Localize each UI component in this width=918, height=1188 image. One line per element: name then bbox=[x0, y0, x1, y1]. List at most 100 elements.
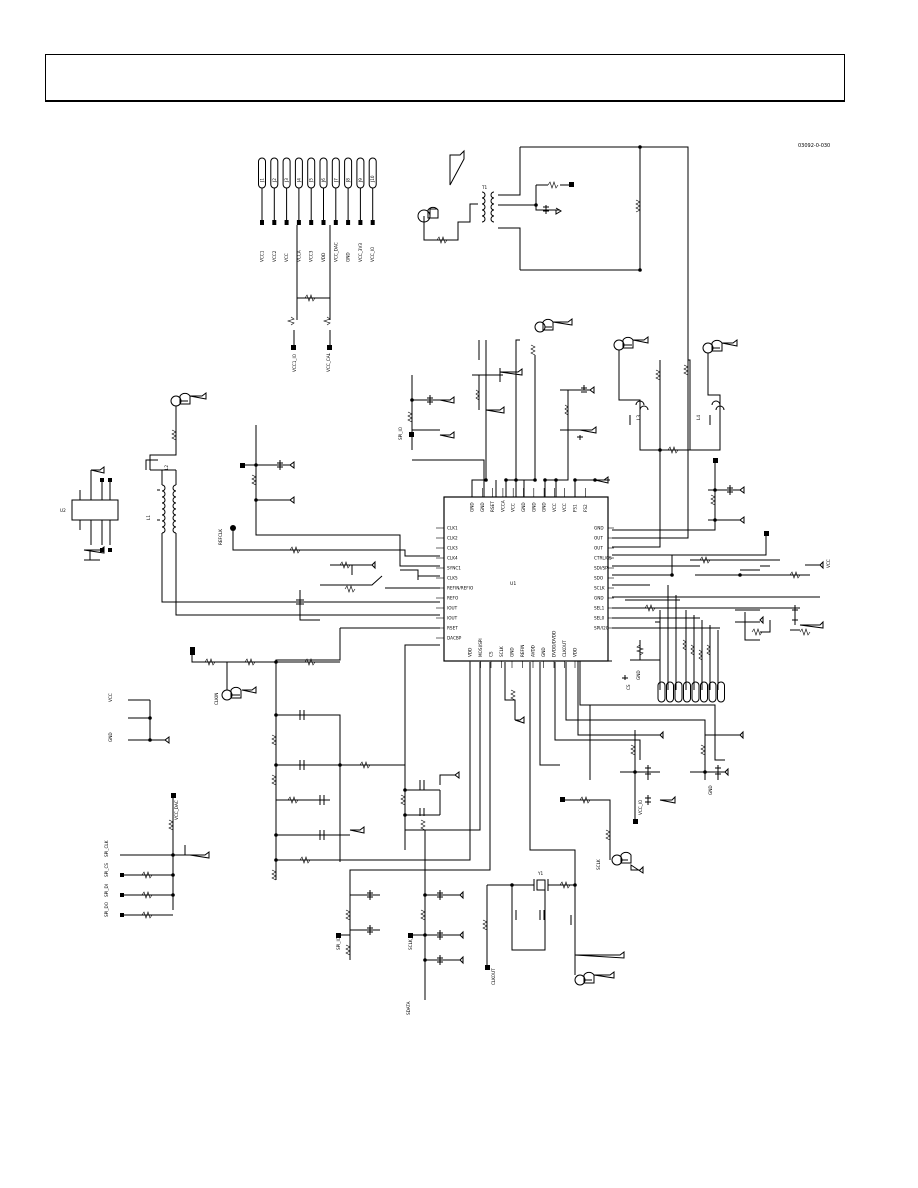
ic-right-pin-label: SCLK bbox=[594, 586, 605, 591]
lower-label: CLKOUT bbox=[491, 968, 496, 985]
net-label: VCC_CAL bbox=[326, 352, 331, 372]
small-ic: U2 bbox=[60, 466, 119, 561]
connector-pin bbox=[307, 157, 316, 189]
right-upper-network bbox=[612, 458, 824, 629]
ic-ref: U1 bbox=[510, 581, 516, 587]
connector-label: J5 bbox=[309, 178, 314, 183]
ic-right-pin-label: GND bbox=[594, 596, 604, 601]
left-side-label: SPI_DI bbox=[104, 884, 109, 897]
ic-left-pin-label: SYNC1 bbox=[447, 566, 461, 571]
ic-right-pin-label: CTRL/CS bbox=[594, 556, 612, 561]
connector-pin bbox=[356, 157, 365, 189]
left-side-label: SPI_CS bbox=[104, 863, 109, 877]
inductor-label: L2 bbox=[164, 465, 169, 470]
ic-bottom-pin-label: DVDD/DVDD bbox=[552, 631, 557, 657]
left-side-label: SPI_CLK bbox=[104, 840, 109, 857]
ic-bottom-pin-label: CLKOUT bbox=[562, 640, 567, 657]
ic-left-pin-label: REFO bbox=[447, 596, 459, 601]
ic-right-pin-label: SDI/SPI bbox=[594, 566, 609, 571]
left-side-label: VCC bbox=[108, 693, 113, 702]
ic-left-pin-label: CLK5 bbox=[447, 576, 458, 581]
connector-terminal bbox=[284, 220, 289, 225]
inductor-label: L4 bbox=[696, 415, 701, 420]
ic-left-pin-label: CLK4 bbox=[447, 556, 458, 561]
ic-bottom-pin-label: GND bbox=[541, 647, 546, 657]
lower-label: REFCLK bbox=[218, 529, 223, 545]
ic-left-pin-label: CLK2 bbox=[447, 536, 458, 541]
lower-label: SDATA bbox=[406, 1001, 411, 1015]
header-pin bbox=[683, 681, 691, 703]
rail-label: VCC3 bbox=[309, 250, 314, 262]
ic-left-pin-label: IOUT bbox=[447, 606, 458, 611]
ic-top-pin-label: VCCA bbox=[500, 500, 505, 512]
net-label: GND bbox=[708, 785, 713, 795]
rail-label: VCC1 bbox=[260, 250, 265, 262]
rail-label: VDD bbox=[321, 253, 326, 262]
connector-pin bbox=[319, 157, 328, 189]
pin-header bbox=[657, 681, 725, 703]
left-side-label: SPI_DO bbox=[104, 901, 109, 917]
small-ic-ref: U2 bbox=[60, 508, 66, 513]
ic-top-pin-label: VCC bbox=[552, 503, 557, 512]
ic-right-pin-label: SEL0 bbox=[594, 616, 605, 621]
rail-label: VCCA bbox=[296, 250, 301, 262]
ic-left-pin-label: CLK1 bbox=[447, 526, 458, 531]
connector-terminal bbox=[272, 220, 277, 225]
lower-label: SCLK bbox=[596, 859, 601, 870]
header-pin bbox=[666, 681, 674, 703]
ic-top-pin-label: FS1 bbox=[573, 504, 578, 512]
ic-top-pin-label: GND bbox=[480, 502, 485, 512]
net-label: VCC1_IO bbox=[292, 353, 297, 372]
connector-terminal bbox=[346, 220, 351, 225]
lower-left-network bbox=[120, 644, 481, 919]
net-label: SPI_IO bbox=[336, 936, 341, 950]
connector-pin bbox=[294, 157, 303, 189]
connector-label: J9 bbox=[358, 178, 363, 183]
ic-left-pin-label: DACBP bbox=[447, 636, 462, 641]
ic-right-pin-label: SEL1 bbox=[594, 606, 605, 611]
connector-label: J3 bbox=[284, 178, 289, 183]
connector-label: J10 bbox=[370, 175, 375, 183]
header-pin bbox=[691, 681, 700, 703]
ic-bottom-pin-label: SCLK bbox=[499, 646, 504, 657]
ic-top-pin-label: GND bbox=[470, 502, 475, 512]
connector-label: J1 bbox=[260, 178, 265, 183]
crystal-label: Y1 bbox=[537, 871, 544, 876]
ic-left-pin-label: CLK3 bbox=[447, 546, 458, 551]
connector-terminal bbox=[260, 220, 264, 225]
ic-top-pin-label: GND bbox=[542, 502, 547, 512]
connector-label: J7 bbox=[333, 178, 338, 183]
connector-label: J8 bbox=[346, 178, 351, 183]
ic-bottom-pin-label: GND bbox=[510, 647, 515, 657]
transformer-ref: T1 bbox=[481, 185, 488, 190]
rail-label: VCC bbox=[284, 253, 289, 262]
rail-label: VCC_DAC bbox=[333, 242, 338, 262]
net-label: VCC_IO bbox=[638, 799, 643, 815]
ic-right-pin-label: OUT bbox=[594, 546, 603, 551]
header-pin bbox=[708, 681, 717, 703]
connector-pin bbox=[282, 157, 291, 189]
inductor-label: L1 bbox=[146, 515, 151, 520]
ic-left-pin-label: REFIN/REFIO bbox=[447, 586, 474, 591]
strip-wires bbox=[287, 225, 332, 350]
header-pin bbox=[700, 681, 708, 703]
ic-bottom-pin-label: CS bbox=[489, 651, 494, 657]
header-pin bbox=[674, 681, 683, 703]
header-pin bbox=[657, 681, 666, 703]
ic-left-pin-label: RSET bbox=[447, 626, 458, 631]
figure-code: 03092-0-030 bbox=[798, 143, 830, 149]
left-side-label: GND bbox=[108, 732, 113, 742]
net-label: SPI_IO bbox=[398, 426, 403, 440]
ic-top-pin-label: GND bbox=[531, 502, 536, 512]
connector-label: J4 bbox=[296, 178, 301, 183]
ic-right-pin-label: SPI/I2C bbox=[594, 626, 609, 631]
rail-label: VCC_3V3 bbox=[358, 243, 363, 262]
left-network bbox=[145, 392, 440, 880]
connector-pin bbox=[258, 157, 266, 189]
connector-terminal bbox=[309, 220, 314, 225]
ic-bottom-pin-label: AVDD bbox=[531, 645, 536, 657]
